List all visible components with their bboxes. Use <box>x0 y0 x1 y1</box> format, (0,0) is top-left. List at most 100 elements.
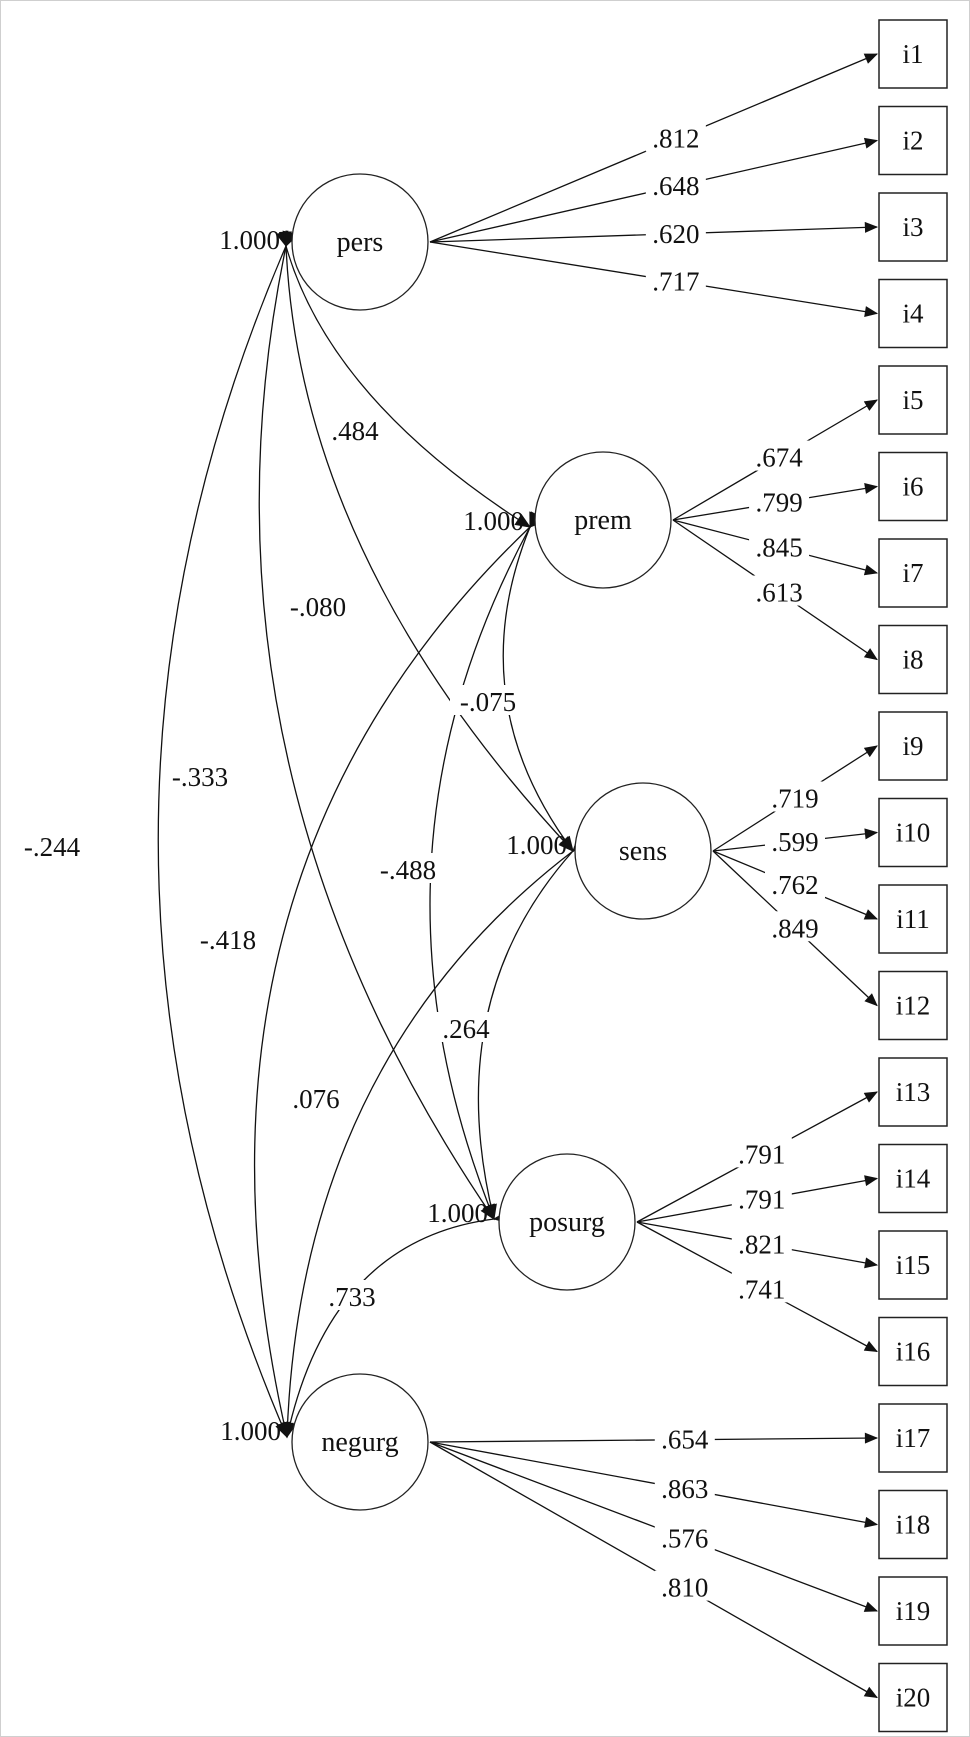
factor-node-sens: sens <box>574 782 712 920</box>
correlation-arrow-pers-sens <box>278 231 574 852</box>
loading-value: .654 <box>661 1425 709 1455</box>
indicator-label: i8 <box>902 645 923 675</box>
loading-arrow-negurg-i20 <box>429 1441 878 1699</box>
loading-value: .613 <box>755 578 802 608</box>
correlation-arrow-pers-negurg <box>157 230 298 1439</box>
correlation-arrow-sens-negurg <box>281 837 589 1439</box>
indicator-label: i5 <box>902 385 923 415</box>
indicator-label: i2 <box>902 126 923 156</box>
correlation-value: .484 <box>331 416 379 446</box>
loading-label-i16: .741 <box>731 1272 792 1304</box>
indicator-box-i7: i7 <box>878 538 948 608</box>
factor-variance-negurg: 1.000 <box>220 1416 281 1446</box>
indicator-label: i13 <box>896 1077 931 1107</box>
loading-value: .799 <box>755 488 802 518</box>
factor-node-prem: prem <box>534 451 672 589</box>
indicator-label: i19 <box>896 1596 931 1626</box>
loading-label-i15: .821 <box>731 1227 792 1259</box>
correlation-arrow-pers-posurg <box>258 230 495 1221</box>
loading-label-i17: .654 <box>654 1422 715 1455</box>
indicator-box-i12: i12 <box>878 970 948 1041</box>
factor-variance-pers: 1.000 <box>219 225 280 255</box>
loading-value: .762 <box>771 870 818 900</box>
loading-label-i5: .674 <box>749 440 810 473</box>
loading-value: .576 <box>661 1523 708 1553</box>
indicator-label: i7 <box>902 558 923 588</box>
indicator-label: i4 <box>902 299 924 329</box>
loading-arrow-negurg-i18 <box>429 1441 879 1528</box>
indicator-box-i3: i3 <box>878 192 948 262</box>
indicator-box-i18: i18 <box>878 1489 948 1560</box>
loading-label-i10: .599 <box>765 824 825 857</box>
correlation-label-pers-sens: -.080 <box>280 590 356 622</box>
loading-label-i8: .613 <box>749 575 810 608</box>
loading-value: .810 <box>661 1573 708 1603</box>
correlation-label-prem-sens: -.075 <box>450 685 526 717</box>
indicator-box-i5: i5 <box>878 365 948 435</box>
indicator-box-i9: i9 <box>878 711 948 781</box>
indicator-label: i14 <box>896 1164 931 1194</box>
factor-node-negurg: negurg <box>291 1373 429 1511</box>
factor-variance-sens: 1.000 <box>506 830 567 860</box>
indicator-box-i4: i4 <box>878 278 948 349</box>
indicator-box-i20: i20 <box>878 1662 948 1733</box>
correlation-label-pers-posurg: -.333 <box>162 760 238 792</box>
loading-value: .648 <box>652 171 699 201</box>
loading-label-i3: .620 <box>645 216 706 249</box>
indicator-label: i11 <box>896 904 930 934</box>
indicator-label: i6 <box>902 472 923 502</box>
factor-node-pers: pers <box>291 173 429 311</box>
loading-label-i12: .849 <box>765 911 825 943</box>
correlation-label-pers-prem: .484 <box>324 414 386 446</box>
factor-label: negurg <box>321 1427 398 1458</box>
loading-label-i11: .762 <box>765 868 825 900</box>
indicator-box-i14: i14 <box>878 1143 948 1214</box>
indicator-label: i18 <box>896 1510 931 1540</box>
correlation-value: -.244 <box>24 832 81 862</box>
factor-label: sens <box>619 836 667 867</box>
loading-value: .791 <box>738 1184 785 1214</box>
loading-value: .741 <box>738 1274 785 1304</box>
correlation-label-prem-negurg: -.418 <box>190 923 266 955</box>
indicator-box-i8: i8 <box>878 624 948 695</box>
loading-value: .791 <box>738 1139 785 1169</box>
indicator-boxes: i1 i2 i3 i4 i5 i6 i7 i8 i9 i10 i11 i12 i13 i14 i15 i16 i… <box>878 19 948 1733</box>
factor-variance-prem: 1.000 <box>463 506 524 536</box>
correlation-value: .733 <box>328 1282 375 1312</box>
correlation-paths <box>157 230 589 1439</box>
indicator-label: i9 <box>902 731 923 761</box>
indicator-box-i15: i15 <box>878 1230 948 1300</box>
loading-value: .719 <box>771 784 818 814</box>
loading-label-i14: .791 <box>731 1182 792 1214</box>
loading-label-i6: .799 <box>749 485 810 518</box>
correlation-value: .076 <box>292 1084 339 1114</box>
loading-label-i18: .863 <box>654 1472 715 1504</box>
indicator-box-i10: i10 <box>878 797 948 868</box>
indicator-label: i16 <box>896 1337 931 1367</box>
indicator-box-i6: i6 <box>878 451 948 522</box>
indicator-box-i1: i1 <box>878 19 948 89</box>
loading-value: .863 <box>661 1474 708 1504</box>
coefficient-labels: .812.648.620.717.674.799.845.613.719.599… <box>14 121 825 1603</box>
indicator-label: i17 <box>896 1423 931 1453</box>
loading-arrow-negurg-i17 <box>429 1432 879 1444</box>
indicator-label: i3 <box>902 212 923 242</box>
correlation-label-prem-posurg: -.488 <box>370 853 446 885</box>
correlation-arrow-prem-negurg <box>253 512 545 1439</box>
indicator-box-i19: i19 <box>878 1576 948 1646</box>
loading-label-i9: .719 <box>765 781 825 814</box>
correlation-value: .264 <box>442 1014 490 1044</box>
correlation-label-posurg-negurg: .733 <box>321 1280 383 1312</box>
loading-label-i13: .791 <box>731 1137 792 1169</box>
indicator-box-i13: i13 <box>878 1057 948 1127</box>
correlation-label-pers-negurg: -.244 <box>14 830 90 862</box>
correlation-value: -.418 <box>200 925 256 955</box>
factor-label: posurg <box>529 1207 605 1238</box>
loading-label-i19: .576 <box>654 1521 715 1553</box>
correlation-value: -.488 <box>380 855 436 885</box>
indicator-box-i17: i17 <box>878 1403 948 1473</box>
factor-label: prem <box>574 505 632 536</box>
loading-value: .821 <box>738 1229 785 1259</box>
indicator-box-i2: i2 <box>878 105 948 176</box>
loading-arrow-negurg-i19 <box>429 1441 879 1612</box>
